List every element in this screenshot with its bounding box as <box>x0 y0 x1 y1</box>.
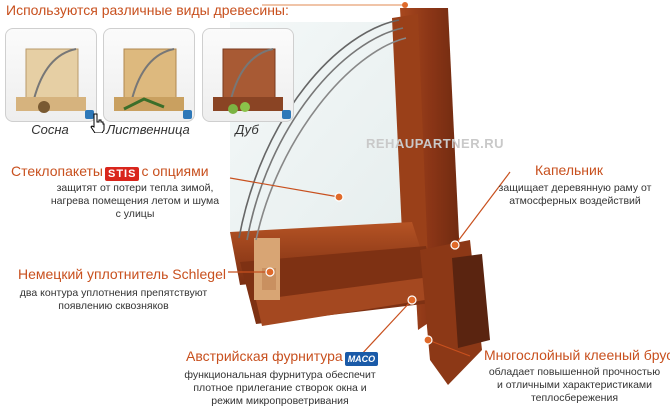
callout-hardware-desc: функциональная фурнитура обеспечит плотн… <box>184 369 376 407</box>
header-title: Используются различные виды древесины: <box>6 2 289 18</box>
wood-label-larch: Лиственница <box>106 122 190 137</box>
watermark: REHAUPARTNER.RU <box>366 136 504 151</box>
callout-seal-title: Немецкий уплотнитель Schlegel <box>18 266 226 282</box>
maco-logo: MACO <box>344 351 379 366</box>
wood-thumb-larch[interactable] <box>103 28 195 122</box>
stis-logo: STIS <box>105 166 140 181</box>
callout-beam-title: Многослойный клееный брус <box>484 347 670 363</box>
callout-seal-desc: два контура уплотнения препятствуют появ… <box>19 287 208 312</box>
hand-cursor-icon <box>90 113 105 133</box>
zoom-icon[interactable] <box>282 110 291 119</box>
wood-label-pine: Сосна <box>31 122 69 137</box>
callout-glass-desc: защитят от потери тепла зимой, нагрева п… <box>50 182 220 220</box>
callout-beam-desc: обладает повышенной прочностью и отличны… <box>488 366 661 404</box>
wood-thumb-oak[interactable] <box>202 28 294 122</box>
zoom-icon[interactable] <box>183 110 192 119</box>
wood-label-oak: Дуб <box>235 122 259 137</box>
callout-drip-title: Капельник <box>535 162 603 178</box>
callout-drip-desc: защищает деревянную раму от атмосферных … <box>498 182 652 207</box>
wood-thumb-pine[interactable] <box>5 28 97 122</box>
zoom-icon[interactable] <box>85 110 94 119</box>
